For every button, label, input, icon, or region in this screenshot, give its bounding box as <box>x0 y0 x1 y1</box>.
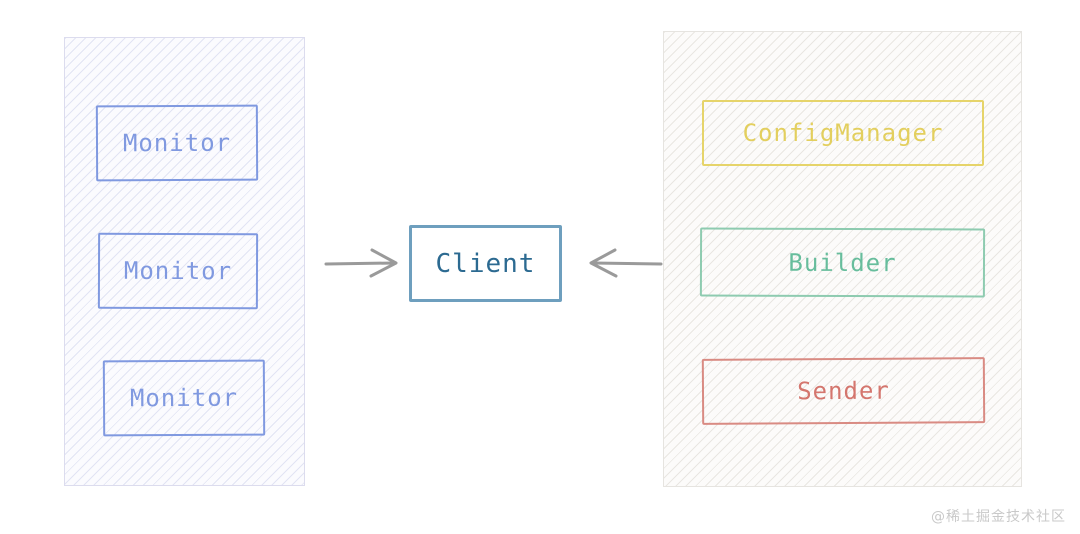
node-builder-label: Builder <box>788 248 897 277</box>
panel-monitor-group <box>64 37 305 486</box>
panel-service-group <box>663 31 1022 487</box>
arrow-left-icon <box>589 248 663 278</box>
node-builder[interactable]: Builder <box>699 227 986 298</box>
arrow-right-icon <box>324 248 398 278</box>
watermark: @稀土掘金技术社区 <box>931 509 1066 525</box>
node-sender[interactable]: Sender <box>701 357 986 425</box>
node-sender-label: Sender <box>797 376 890 406</box>
node-client-label: Client <box>435 248 536 279</box>
node-configmanager-label: ConfigManager <box>742 119 944 147</box>
node-monitor-3[interactable]: Monitor <box>102 359 266 437</box>
node-monitor-2-label: Monitor <box>123 256 233 286</box>
node-monitor-3-label: Monitor <box>129 383 239 413</box>
node-monitor-1[interactable]: Monitor <box>95 104 259 182</box>
node-monitor-1-label: Monitor <box>122 128 232 158</box>
node-monitor-2[interactable]: Monitor <box>97 232 259 310</box>
node-client[interactable]: Client <box>409 225 562 302</box>
node-configmanager[interactable]: ConfigManager <box>702 100 984 166</box>
